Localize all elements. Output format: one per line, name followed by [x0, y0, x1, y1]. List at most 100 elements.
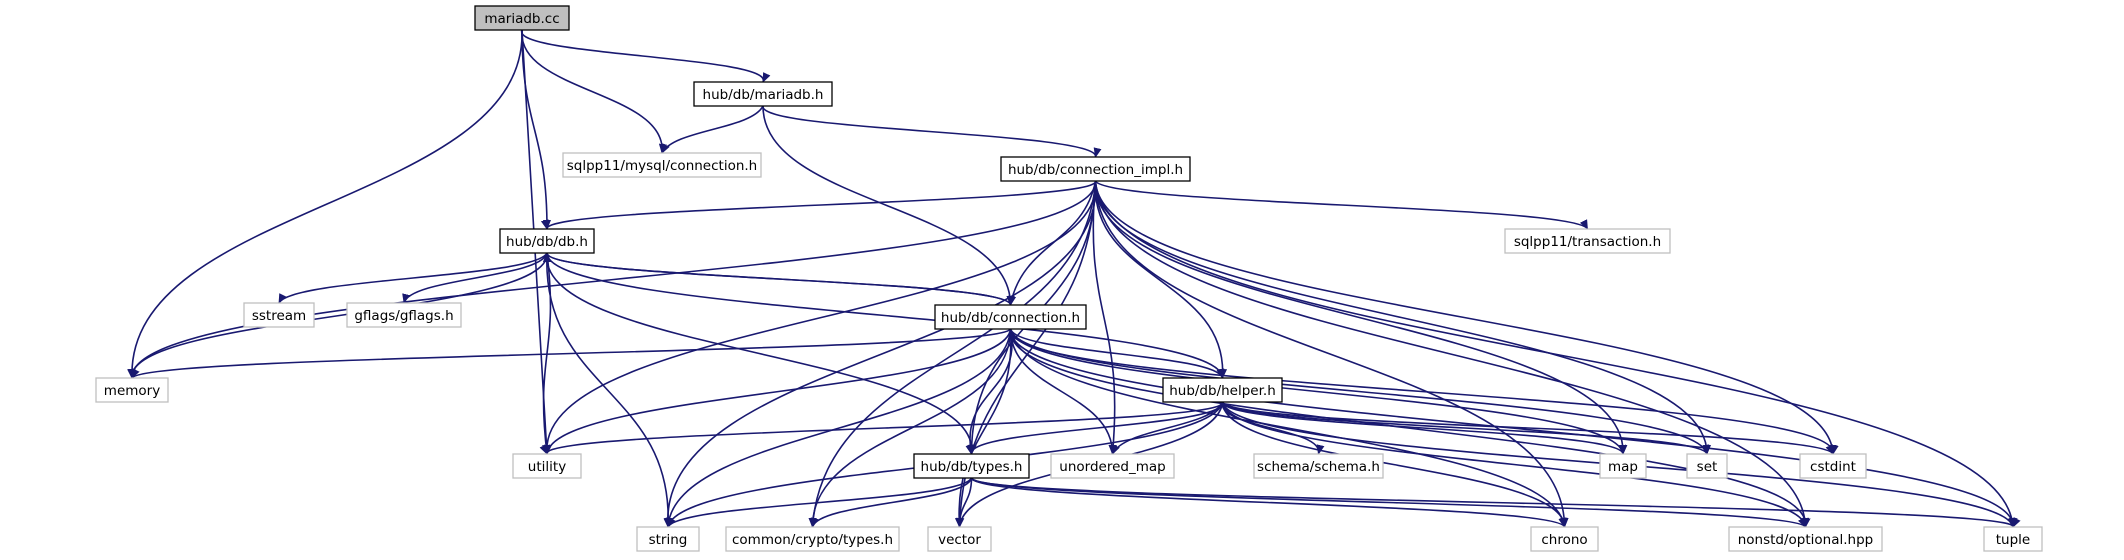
edge-hub_db_helper_h-to-hub_db_db_h — [543, 252, 1224, 379]
node-box — [346, 302, 462, 328]
node-nonstd-optional-hpp: nonstd/optional.hpp — [1728, 526, 1883, 552]
edge-hub_db_connection_impl_h-to-sqlpp11_transaction_h — [1094, 180, 1589, 230]
node-box — [1504, 228, 1671, 254]
edge-hub_db_db_h-to-gflags_gflags_h — [402, 252, 548, 304]
node-label: hub/db/helper.h — [1169, 383, 1276, 399]
edge-hub_db_types_h-to-chrono — [970, 477, 1567, 528]
node-box — [1253, 453, 1384, 479]
edge-hub_db_db_h-to-sstream — [278, 252, 548, 304]
node-hub-db-mariadb-h[interactable]: hub/db/mariadb.h — [693, 81, 833, 107]
node-hub-db-helper-h[interactable]: hub/db/helper.h — [1162, 377, 1283, 403]
edge-hub_db_connection_h-to-utility — [543, 328, 1012, 455]
node-common-crypto-types-h: common/crypto/types.h — [725, 526, 900, 552]
node-hub-db-connection-h[interactable]: hub/db/connection.h — [934, 304, 1087, 330]
node-box — [693, 81, 833, 107]
edge-hub_db_helper_h-to-hub_db_types_h — [965, 401, 1224, 455]
node-label: unordered_map — [1059, 459, 1165, 475]
edge-hub_db_connection_impl_h-to-tuple — [1094, 180, 2017, 528]
node-label: hub/db/mariadb.h — [703, 87, 824, 103]
node-sqlpp11-mysql-connection-h: sqlpp11/mysql/connection.h — [562, 152, 762, 178]
edge-mariadb_cc-to-hub_db_db_h — [521, 29, 551, 230]
node-vector: vector — [927, 526, 992, 552]
node-box — [1000, 156, 1191, 182]
node-label: mariadb.cc — [484, 11, 559, 27]
node-box — [1530, 526, 1599, 552]
node-label: sstream — [252, 308, 306, 324]
node-label: tuple — [1996, 532, 2030, 548]
edge-hub_db_connection_impl_h-to-memory — [127, 180, 1097, 379]
node-hub-db-connection-impl-h[interactable]: hub/db/connection_impl.h — [1000, 156, 1191, 182]
node-set: set — [1686, 453, 1728, 479]
edge-hub_db_connection_h-to-hub_db_types_h — [965, 328, 1013, 455]
node-schema-schema-h: schema/schema.h — [1253, 453, 1384, 479]
node-box — [562, 152, 762, 178]
edge-hub_db_types_h-to-vector — [955, 477, 973, 528]
node-gflags-gflags-h: gflags/gflags.h — [346, 302, 462, 328]
edge-hub_db_connection_h-to-hub_db_db_h — [543, 252, 1012, 306]
node-label: utility — [528, 459, 566, 475]
node-label: memory — [104, 383, 160, 399]
edge-hub_db_types_h-to-string — [667, 477, 973, 528]
node-box — [1599, 453, 1647, 479]
node-cstdint: cstdint — [1799, 453, 1867, 479]
edge-hub_db_connection_impl_h-to-hub_db_helper_h — [1094, 180, 1228, 379]
node-label: map — [1608, 459, 1638, 475]
node-label: gflags/gflags.h — [354, 308, 453, 324]
node-map: map — [1599, 453, 1647, 479]
node-box — [474, 5, 570, 31]
edge-hub_db_types_h-to-tuple — [970, 477, 2021, 528]
node-label: schema/schema.h — [1257, 459, 1380, 475]
edge-hub_db_connection_h-to-unordered_map — [1009, 328, 1117, 455]
node-hub-db-db-h[interactable]: hub/db/db.h — [499, 228, 595, 254]
edge-hub_db_connection_h-to-hub_db_helper_h — [1009, 328, 1225, 379]
node-label: hub/db/connection.h — [941, 310, 1080, 326]
edge-hub_db_connection_h-to-memory — [131, 328, 1012, 379]
edge-hub_db_helper_h-to-map — [1221, 401, 1627, 455]
edges-layer — [127, 29, 2021, 528]
node-label: nonstd/optional.hpp — [1738, 532, 1874, 548]
node-label: sqlpp11/transaction.h — [1514, 234, 1661, 250]
edge-hub_db_connection_impl_h-to-unordered_map — [1092, 180, 1118, 455]
edge-hub_db_connection_h-to-chrono — [1009, 328, 1568, 528]
node-box — [95, 377, 169, 403]
node-box — [1728, 526, 1883, 552]
node-unordered-map: unordered_map — [1050, 453, 1175, 479]
edge-hub_db_mariadb_h-to-hub_db_connection_impl_h — [762, 105, 1102, 158]
edge-hub_db_connection_h-to-nonstd_optional_hpp — [1009, 328, 1811, 528]
node-label: hub/db/connection_impl.h — [1008, 162, 1183, 178]
node-mariadb-cc[interactable]: mariadb.cc — [474, 5, 570, 31]
edge-hub_db_mariadb_h-to-sqlpp11_mysql_connection_h — [661, 105, 764, 154]
edge-hub_db_types_h-to-common_crypto_types_h — [810, 477, 973, 528]
edge-hub_db_connection_h-to-string — [664, 328, 1012, 528]
edge-hub_db_helper_h-to-cstdint — [1221, 401, 1834, 455]
node-utility: utility — [512, 453, 582, 479]
edge-hub_db_connection_h-to-cstdint — [1009, 328, 1839, 455]
edge-hub_db_connection_impl_h-to-string — [663, 180, 1097, 528]
node-box — [636, 526, 700, 552]
node-box — [725, 526, 900, 552]
node-hub-db-types-h[interactable]: hub/db/types.h — [913, 453, 1030, 479]
edge-hub_db_helper_h-to-set — [1221, 401, 1709, 455]
node-tuple: tuple — [1983, 526, 2043, 552]
edge-hub_db_mariadb_h-to-hub_db_connection_h — [762, 105, 1015, 306]
nodes-layer: mariadb.cc hub/db/mariadb.h sqlpp11/mysql/… — [95, 5, 2043, 552]
edge-hub_db_connection_impl_h-to-utility — [542, 180, 1097, 455]
edge-hub_db_connection_impl_h-to-chrono — [1094, 180, 1569, 528]
node-memory: memory — [95, 377, 169, 403]
node-box — [512, 453, 582, 479]
node-box — [934, 304, 1087, 330]
edge-hub_db_connection_impl_h-to-map — [1094, 180, 1628, 455]
edge-mariadb_cc-to-sqlpp11_mysql_connection_h — [521, 29, 667, 154]
node-box — [1983, 526, 2043, 552]
edge-hub_db_helper_h-to-nonstd_optional_hpp — [1221, 401, 1809, 528]
node-label: vector — [938, 532, 981, 548]
node-label: chrono — [1541, 532, 1587, 548]
node-box — [1050, 453, 1175, 479]
node-box — [1162, 377, 1283, 403]
edge-hub_db_db_h-to-hub_db_types_h — [546, 252, 977, 455]
edge-mariadb_cc-to-hub_db_mariadb_h — [521, 29, 771, 83]
edge-hub_db_connection_impl_h-to-hub_db_db_h — [541, 180, 1097, 230]
node-box — [499, 228, 595, 254]
node-label: sqlpp11/mysql/connection.h — [567, 158, 758, 174]
